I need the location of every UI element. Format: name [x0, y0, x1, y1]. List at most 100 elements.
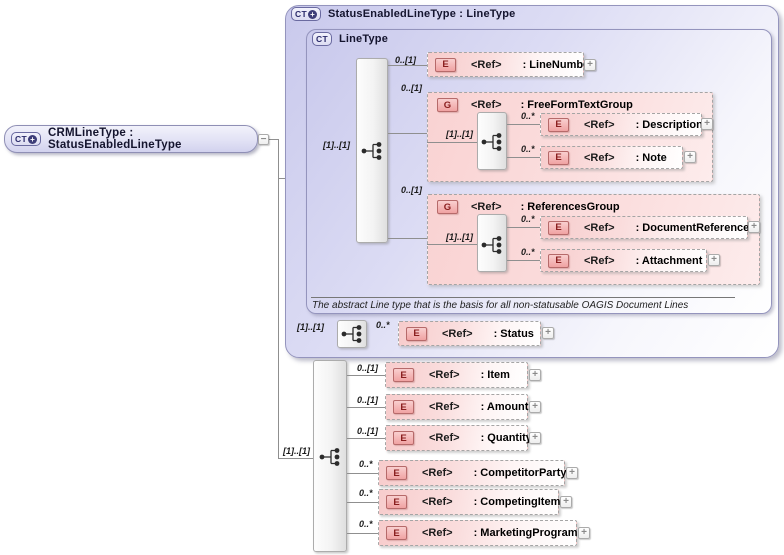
connector-line: [347, 407, 385, 408]
element-name: : DocumentReference: [635, 221, 750, 234]
element-badge-icon: E: [386, 466, 407, 480]
root-complextype-node[interactable]: CT + CRMLineType : StatusEnabledLineType: [4, 125, 258, 153]
element-ref: <Ref>: [471, 58, 502, 71]
expand-button[interactable]: +: [529, 432, 541, 444]
sequence-icon: [361, 142, 382, 160]
connector-line: [347, 473, 378, 474]
cardinality-label: 0..[1]: [401, 185, 423, 195]
sequence-icon: [481, 236, 502, 254]
element-node-linenumber[interactable]: E <Ref> : LineNumber: [427, 52, 593, 77]
element-name: : CompetitorParty: [473, 467, 567, 479]
connector-line: [388, 238, 428, 239]
sequence-bar: [313, 360, 347, 552]
connector-line: [269, 139, 278, 140]
element-name: : Item: [480, 369, 510, 381]
element-node-quantity[interactable]: E <Ref> : Quantity: [385, 425, 532, 451]
complextype-badge-icon: CT +: [291, 7, 321, 21]
group-header: G <Ref> : FreeFormTextGroup: [437, 98, 633, 112]
cardinality-label: 0..*: [521, 247, 535, 257]
element-ref: <Ref>: [584, 221, 615, 234]
cardinality-label: [1]..[1]: [446, 232, 473, 242]
derived-plus-icon: +: [307, 9, 317, 19]
element-node-attachment[interactable]: E <Ref> : Attachment: [540, 249, 707, 272]
annotation-divider: [311, 297, 735, 298]
expand-button[interactable]: +: [584, 59, 596, 71]
element-badge-icon: E: [393, 400, 414, 414]
element-node-documentreference[interactable]: E <Ref> : DocumentReference: [540, 216, 750, 239]
sequence-icon: [319, 448, 340, 466]
element-name: : Status: [493, 327, 534, 340]
element-ref: <Ref>: [429, 369, 460, 381]
root-node-label: CRMLineType : StatusEnabledLineType: [47, 127, 182, 151]
element-node-item[interactable]: E <Ref> : Item: [385, 362, 528, 388]
connector-line: [278, 139, 279, 458]
group-name: : ReferencesGroup: [520, 201, 620, 213]
expand-button[interactable]: +: [701, 118, 713, 130]
element-node-amount[interactable]: E <Ref> : Amount: [385, 394, 528, 420]
element-badge-icon: E: [548, 117, 569, 132]
group-ref: <Ref>: [471, 201, 502, 213]
cardinality-label: [1]..[1]: [283, 446, 310, 456]
connector-line: [347, 375, 385, 376]
statusenabledlinetype-title: StatusEnabledLineType : LineType: [327, 8, 516, 20]
complextype-badge-icon: CT: [312, 32, 332, 46]
connector-line: [347, 438, 385, 439]
element-ref: <Ref>: [429, 401, 460, 413]
element-badge-icon: E: [406, 326, 427, 341]
annotation-text: The abstract Line type that is the basis…: [312, 300, 689, 311]
element-ref: <Ref>: [422, 496, 453, 508]
collapse-button[interactable]: −: [258, 134, 269, 145]
statusenabledlinetype-header: CT + StatusEnabledLineType : LineType: [291, 7, 515, 21]
sequence-bar: [477, 214, 507, 272]
expand-button[interactable]: +: [542, 327, 554, 339]
cardinality-label: 0..[1]: [357, 395, 379, 405]
element-name: : CompetingItem: [473, 496, 561, 508]
expand-button[interactable]: +: [748, 221, 760, 233]
element-node-note[interactable]: E <Ref> : Note: [540, 146, 683, 169]
element-ref: <Ref>: [584, 254, 615, 267]
expand-button[interactable]: +: [708, 254, 720, 266]
complextype-badge-icon: CT +: [11, 132, 41, 146]
connector-line: [347, 533, 378, 534]
element-name: : MarketingProgram: [473, 527, 578, 539]
cardinality-label: 0..*: [521, 111, 535, 121]
cardinality-label: 0..*: [521, 214, 535, 224]
element-ref: <Ref>: [422, 467, 453, 479]
cardinality-label: 0..*: [359, 519, 373, 529]
element-node-status[interactable]: E <Ref> : Status: [398, 321, 541, 346]
cardinality-label: [1]..[1]: [323, 140, 350, 150]
element-badge-icon: E: [548, 220, 569, 235]
expand-button[interactable]: +: [560, 496, 572, 508]
element-badge-icon: E: [386, 526, 407, 540]
expand-button[interactable]: +: [529, 369, 541, 381]
element-badge-icon: E: [435, 57, 456, 72]
group-name: : FreeFormTextGroup: [520, 99, 633, 111]
element-ref: <Ref>: [422, 527, 453, 539]
element-node-competingitem[interactable]: E <Ref> : CompetingItem: [378, 489, 561, 515]
sequence-icon: [481, 133, 502, 151]
element-name: : Note: [635, 151, 667, 164]
cardinality-label: 0..[1]: [401, 83, 423, 93]
element-badge-icon: E: [386, 495, 407, 509]
connector-line: [507, 227, 540, 228]
connector-line: [427, 244, 477, 245]
cardinality-label: 0..[1]: [357, 426, 379, 436]
linetype-header: CT LineType: [312, 32, 388, 46]
cardinality-label: [1]..[1]: [446, 129, 473, 139]
group-header: G <Ref> : ReferencesGroup: [437, 200, 620, 214]
expand-button[interactable]: +: [529, 401, 541, 413]
cardinality-label: 0..[1]: [357, 363, 379, 373]
connector-line: [507, 260, 540, 261]
expand-button[interactable]: +: [578, 527, 590, 539]
element-ref: <Ref>: [442, 327, 473, 340]
element-node-marketingprogram[interactable]: E <Ref> : MarketingProgram: [378, 520, 578, 546]
linetype-title: LineType: [338, 33, 389, 45]
badge-label: CT: [295, 9, 307, 19]
element-ref: <Ref>: [429, 432, 460, 444]
expand-button[interactable]: +: [684, 151, 696, 163]
element-node-description[interactable]: E <Ref> : Description: [540, 113, 703, 136]
expand-button[interactable]: +: [566, 467, 578, 479]
cardinality-label: [1]..[1]: [297, 322, 324, 332]
element-node-competitorparty[interactable]: E <Ref> : CompetitorParty: [378, 460, 567, 486]
